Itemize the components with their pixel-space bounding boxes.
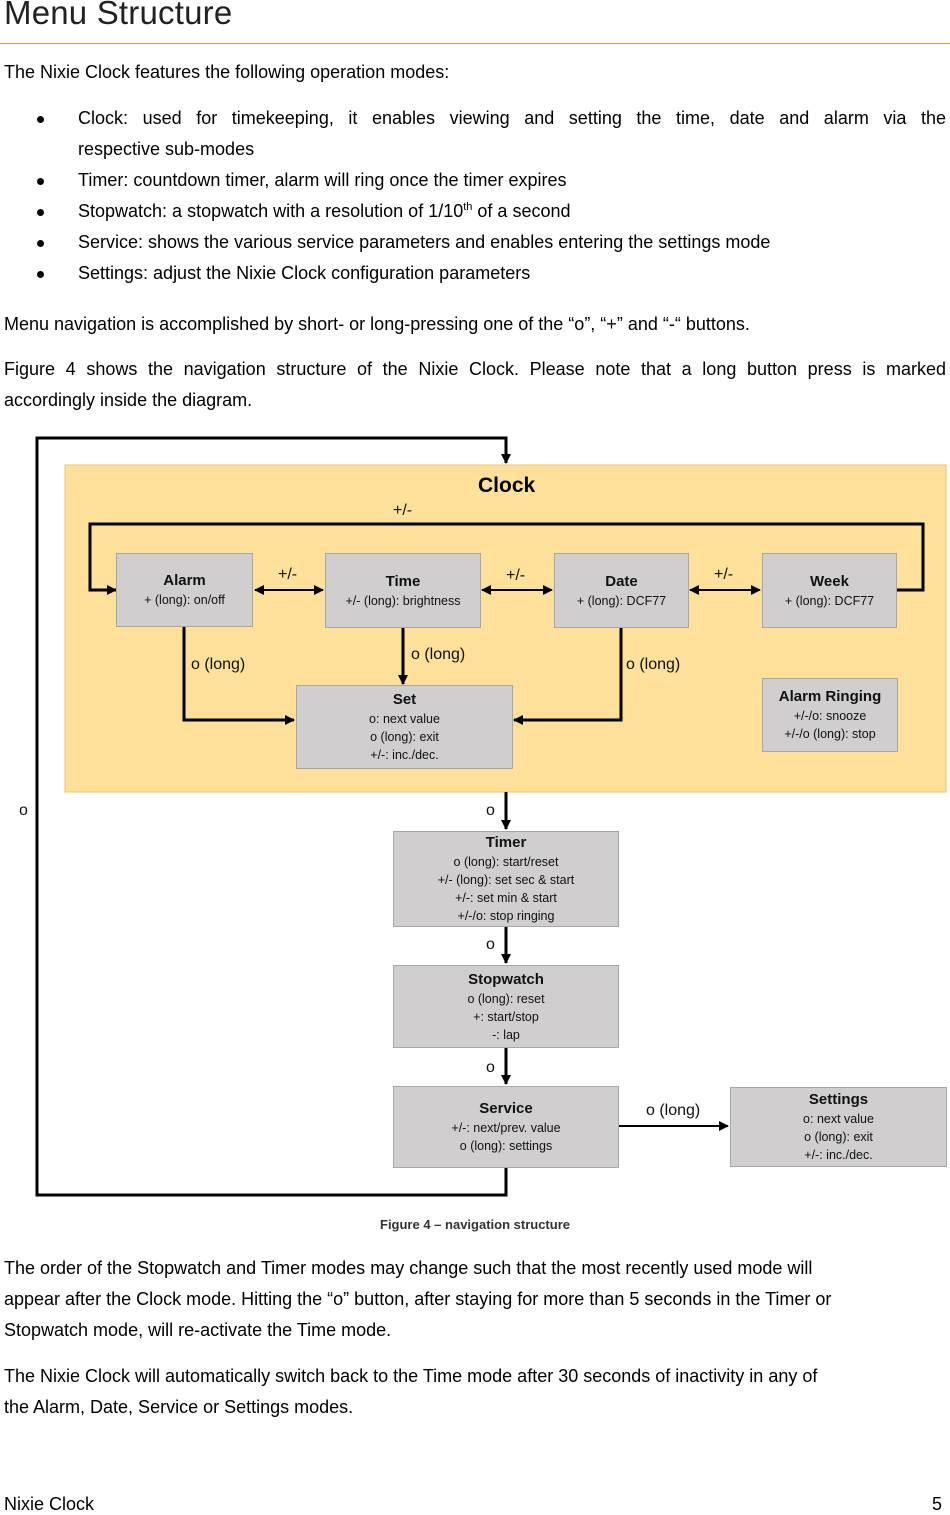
loop-plusminus-label: +/-	[393, 502, 413, 519]
list-item-text: Clock: used for timekeeping, it enables …	[78, 108, 946, 128]
box-title: Week	[810, 572, 849, 590]
timer-to-stopwatch-label: o	[486, 936, 495, 953]
alarm-box: Alarm + (long): on/off	[116, 553, 253, 627]
box-title: Settings	[808, 1091, 869, 1108]
list-item-text: Settings: adjust the Nixie Clock configu…	[78, 263, 531, 283]
list-item: Timer: countdown timer, alarm will ring …	[0, 165, 946, 196]
box-title: Set	[392, 691, 417, 708]
box-line: o (long): exit	[804, 1130, 873, 1144]
box-line: +: start/stop	[473, 1009, 539, 1024]
stopwatch-box: Stopwatch o (long): reset +: start/stop …	[393, 965, 619, 1048]
list-item-text: of a second	[472, 201, 571, 221]
box-line: +/- (long): brightness	[345, 593, 461, 608]
order-paragraph: The order of the Stopwatch and Timer mod…	[4, 1253, 946, 1346]
list-item-text: respective sub-modes	[78, 139, 255, 159]
service-to-settings-label: o (long)	[646, 1102, 701, 1119]
intro-paragraph: The Nixie Clock features the following o…	[4, 62, 450, 82]
box-line: o: next value	[369, 712, 440, 726]
box-line: o: next value	[803, 1112, 874, 1126]
box-title: Date	[605, 572, 638, 590]
bullet-icon	[37, 209, 44, 216]
list-item-text: Stopwatch: a stopwatch with a resolution…	[78, 201, 464, 221]
list-item: Service: shows the various service param…	[0, 227, 946, 258]
date-week-label: +/-	[714, 566, 734, 583]
box-title: Service	[479, 1100, 533, 1117]
page-heading: Menu Structure	[4, 0, 233, 31]
footer-title: Nixie Clock	[4, 1494, 95, 1514]
set-box: Set o: next value o (long): exit +/-: in…	[296, 685, 513, 769]
return-loop-line	[35, 436, 511, 1197]
figure-reference-paragraph: Figure 4 shows the navigation structure …	[4, 354, 946, 416]
box-line: +/-: inc./dec.	[804, 1148, 873, 1162]
box-line: + (long): DCF77	[576, 593, 667, 608]
alarm-to-set-connector	[182, 627, 295, 725]
heading-rule	[0, 43, 950, 44]
time-long-label: o (long)	[411, 646, 466, 663]
paragraph-line: the Alarm, Date, Service or Settings mod…	[4, 1397, 354, 1417]
time-box: Time +/- (long): brightness	[325, 553, 481, 628]
box-line: +/-/o (long): stop	[784, 727, 876, 741]
list-item-text: Service: shows the various service param…	[78, 232, 771, 252]
list-item: Clock: used for timekeeping, it enables …	[0, 103, 946, 165]
service-box: Service +/-: next/prev. value o (long): …	[393, 1086, 619, 1168]
auto-switch-paragraph: The Nixie Clock will automatically switc…	[4, 1361, 946, 1423]
box-title: Stopwatch	[468, 970, 544, 988]
timer-box: Timer o (long): start/reset +/- (long): …	[393, 831, 619, 927]
box-line: o (long): exit	[370, 730, 439, 744]
navigation-paragraph: Menu navigation is accomplished by short…	[4, 314, 750, 334]
paragraph-line: Stopwatch mode, will re-activate the Tim…	[4, 1320, 392, 1340]
bullet-icon	[37, 271, 44, 278]
date-long-label: o (long)	[626, 656, 681, 673]
list-item: Settings: adjust the Nixie Clock configu…	[0, 258, 946, 289]
time-date-label: +/-	[506, 567, 526, 584]
stopwatch-to-service-label: o	[486, 1059, 495, 1076]
navigation-diagram: Clock Alarm + (long): on/off Time +/- (l…	[0, 430, 950, 1210]
date-box: Date + (long): DCF77	[554, 553, 689, 628]
box-title: Time	[385, 572, 421, 590]
box-line: o (long): settings	[459, 1139, 553, 1153]
page-number: 5	[931, 1494, 942, 1514]
box-title: Alarm Ringing	[778, 688, 882, 705]
box-title: Alarm	[163, 572, 206, 589]
alarm-time-label: +/-	[278, 566, 298, 583]
clock-to-timer-label: o	[486, 802, 495, 819]
week-to-alarm-loop	[88, 522, 925, 595]
paragraph-line: Figure 4 shows the navigation structure …	[4, 359, 946, 379]
mode-list: Clock: used for timekeeping, it enables …	[0, 103, 946, 289]
bullet-icon	[37, 178, 44, 185]
box-line: -: lap	[492, 1027, 520, 1042]
list-item: Stopwatch: a stopwatch with a resolution…	[0, 196, 946, 227]
box-line: +/-: next/prev. value	[451, 1121, 561, 1135]
return-to-clock-label: o	[19, 802, 28, 819]
paragraph-line: appear after the Clock mode. Hitting the…	[4, 1289, 832, 1309]
box-line: +/- (long): set sec & start	[437, 873, 575, 887]
box-line: o (long): reset	[467, 991, 545, 1006]
box-line: +/-: set min & start	[455, 891, 557, 905]
box-line: o (long): start/reset	[453, 855, 559, 869]
paragraph-line: The order of the Stopwatch and Timer mod…	[4, 1258, 813, 1278]
box-line: +/-: inc./dec.	[370, 748, 439, 762]
box-line: + (long): DCF77	[784, 593, 875, 608]
list-item-text: Timer: countdown timer, alarm will ring …	[78, 170, 567, 190]
box-line: + (long): on/off	[144, 593, 225, 607]
figure-caption: Figure 4 – navigation structure	[380, 1217, 570, 1232]
superscript: th	[463, 201, 473, 213]
box-title: Timer	[485, 834, 527, 851]
bullet-icon	[37, 240, 44, 247]
alarm-long-label: o (long)	[191, 656, 246, 673]
date-to-set-connector	[513, 628, 623, 725]
alarm-ringing-box: Alarm Ringing +/-/o: snooze +/-/o (long)…	[762, 678, 898, 752]
paragraph-line: The Nixie Clock will automatically switc…	[4, 1366, 818, 1386]
paragraph-line: accordingly inside the diagram.	[4, 390, 253, 410]
bullet-icon	[37, 116, 44, 123]
box-line: +/-/o: stop ringing	[457, 909, 555, 923]
settings-box: Settings o: next value o (long): exit +/…	[730, 1087, 947, 1167]
clock-title: Clock	[478, 474, 536, 497]
week-box: Week + (long): DCF77	[762, 553, 897, 628]
box-line: +/-/o: snooze	[793, 709, 867, 723]
